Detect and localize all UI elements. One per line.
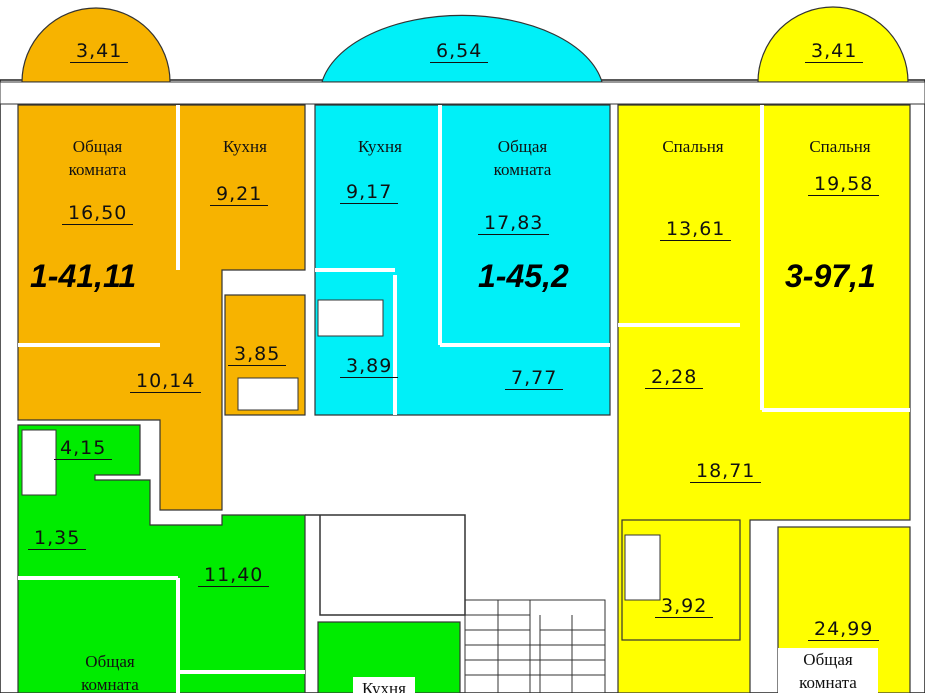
- apartment-cyan: [314, 104, 611, 416]
- balcony-cyan: [321, 14, 603, 83]
- orange-kitchen-label: Кухня: [223, 137, 267, 156]
- green-living-label: Общая комната: [81, 652, 139, 693]
- orange-kitchen-area: 9,21: [210, 183, 269, 206]
- cyan-kitchen-label: Кухня: [358, 137, 402, 156]
- orange-bath-area: 3,85: [228, 343, 287, 366]
- apartment-orange: [17, 104, 306, 511]
- yellow-bedroom1-label: Спальня: [662, 137, 724, 156]
- green-wc-area: 1,35: [28, 527, 87, 550]
- orange-hall-area: 10,14: [130, 370, 202, 393]
- cyan-kitchen-area: 9,17: [340, 181, 399, 204]
- staircase: [464, 599, 606, 693]
- yellow-bedroom2-label: Спальня: [809, 137, 871, 156]
- apartment-green: [17, 424, 306, 693]
- cyan-bath-area: 3,89: [340, 355, 399, 378]
- yellow-bedroom2-area: 19,58: [808, 173, 880, 196]
- cyan-apartment-title: 1-45,2: [478, 258, 569, 294]
- cyan-living-area: 17,83: [478, 212, 550, 235]
- yellow-living-label: Общая комната: [778, 648, 878, 693]
- window-strip: [0, 81, 925, 105]
- yellow-hall-area: 18,71: [690, 460, 762, 483]
- orange-living-label: Общая комната: [68, 137, 127, 179]
- cyan-balcony-area: 6,54: [430, 40, 489, 63]
- green-kitchen-label: Кухня: [353, 677, 415, 693]
- green-bath-area: 4,15: [54, 437, 113, 460]
- cyan-hall-area: 7,77: [505, 367, 564, 390]
- yellow-bath-area: 3,92: [655, 595, 714, 618]
- green-hall-area: 11,40: [198, 564, 270, 587]
- orange-balcony-area: 3,41: [70, 40, 129, 63]
- yellow-wc-area: 2,28: [645, 366, 704, 389]
- balcony-orange: [21, 7, 171, 83]
- yellow-apartment-title: 3-97,1: [785, 258, 876, 294]
- yellow-living-area: 24,99: [808, 618, 880, 641]
- yellow-bedroom1-area: 13,61: [660, 218, 732, 241]
- cyan-living-label: Общая комната: [493, 137, 552, 179]
- orange-living-area: 16,50: [62, 202, 134, 225]
- balcony-yellow: [757, 6, 909, 83]
- yellow-balcony-area: 3,41: [805, 40, 864, 63]
- orange-apartment-title: 1-41,11: [30, 258, 137, 294]
